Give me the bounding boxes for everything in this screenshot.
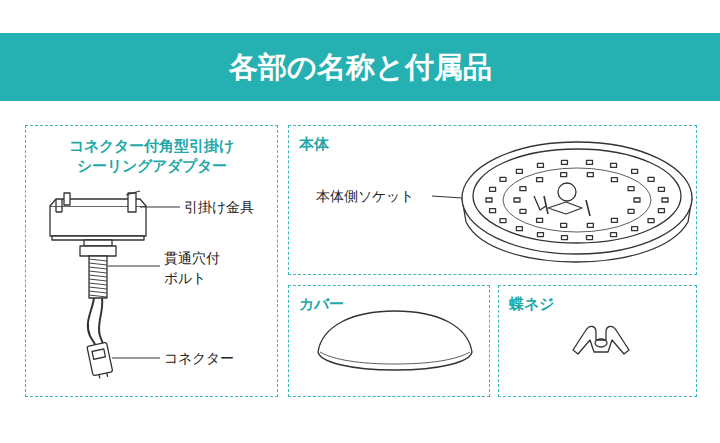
led-chip [516, 169, 522, 173]
led-chip [537, 178, 543, 182]
led-chip [658, 209, 664, 213]
thread-line [89, 275, 107, 277]
main-body [462, 142, 692, 262]
led-chip [537, 163, 543, 167]
title-banner: 各部の名称と付属品 [0, 33, 720, 101]
led-chip [587, 236, 593, 240]
part-panel: コネクター付角型引掛け シーリングアダプター [25, 125, 278, 397]
led-chip [628, 209, 634, 213]
led-chip [648, 177, 654, 181]
led-chip [561, 236, 567, 240]
led-chip [500, 177, 506, 181]
led-chip [648, 219, 654, 223]
cover [318, 311, 472, 370]
led-chip [658, 187, 664, 191]
led-chip [662, 198, 668, 202]
led-chip [611, 163, 617, 167]
led-chip [490, 209, 496, 213]
title: 各部の名称と付属品 [0, 33, 720, 101]
panel-heading: 蝶ネジ [509, 294, 686, 314]
led-chip [537, 233, 543, 237]
thread-line [89, 259, 107, 261]
led-chip [587, 173, 593, 177]
led-chip [611, 233, 617, 237]
wing-nut [573, 326, 629, 354]
led-chip [587, 160, 593, 164]
led-chip [561, 160, 567, 164]
led-chip [537, 218, 543, 222]
part-panel: カバー [288, 285, 490, 397]
led-chip [632, 227, 638, 231]
led-chip [632, 169, 638, 173]
part-name: 引掛け金具 [184, 197, 274, 217]
led-chip [520, 209, 526, 213]
led-chip [561, 173, 567, 177]
thread-line [89, 271, 107, 273]
led-chip [611, 178, 617, 182]
ceiling-adapter [50, 191, 146, 298]
thread-line [89, 279, 107, 281]
thread-line [89, 291, 107, 293]
thread-line [89, 263, 107, 265]
led-chip [514, 198, 520, 202]
thread-line [89, 267, 107, 269]
thread-line [89, 295, 107, 297]
thread-line [89, 287, 107, 289]
panel-heading: カバー [299, 294, 479, 314]
panel-heading: 本体 [299, 134, 686, 154]
led-chip [516, 227, 522, 231]
part-name: コネクター [164, 348, 254, 368]
led-chip [611, 218, 617, 222]
led-chip [628, 187, 634, 191]
led-chip [486, 198, 492, 202]
panel-heading: コネクター付角型引掛け シーリングアダプター [52, 136, 252, 177]
part-name: 貫通穴付 ボルト [164, 248, 222, 289]
led-chip [561, 223, 567, 227]
led-chip [500, 219, 506, 223]
led-chip [587, 223, 593, 227]
led-chip [520, 187, 526, 191]
part-panel: 蝶ネジ [498, 285, 697, 397]
led-chip [634, 198, 640, 202]
part-name: 本体側ソケット [316, 186, 432, 206]
connector-plug [87, 342, 114, 379]
thread-line [89, 283, 107, 285]
led-chip [490, 187, 496, 191]
